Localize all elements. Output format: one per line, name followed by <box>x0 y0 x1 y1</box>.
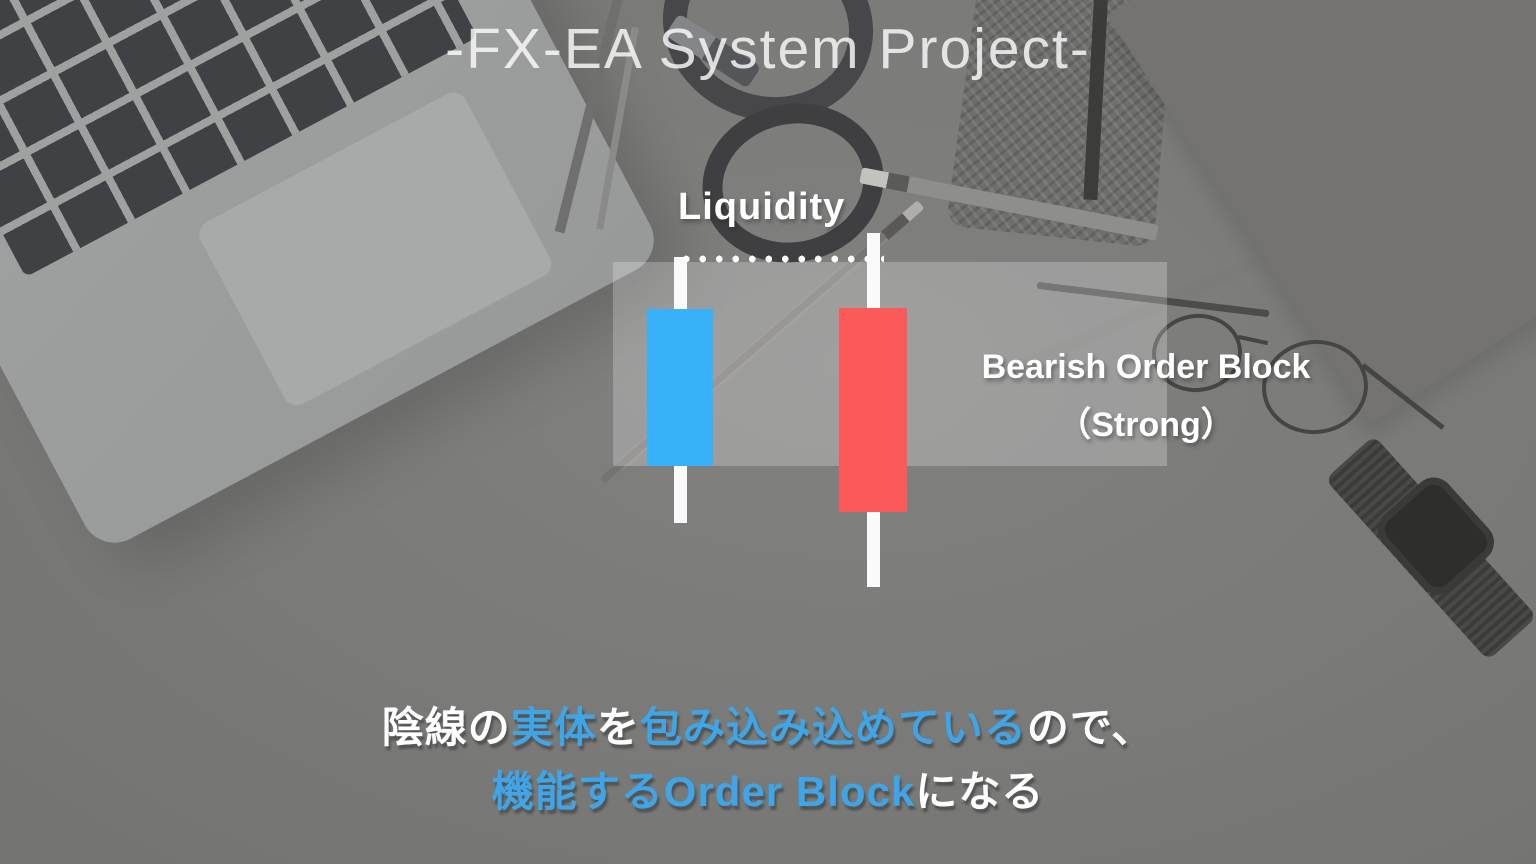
bullish-candle-body <box>647 309 713 466</box>
order-block-label-line1: Bearish Order Block <box>981 348 1311 386</box>
caption-segment: を <box>596 704 640 751</box>
bearish-candle-body <box>839 308 907 512</box>
order-block-label: Bearish Order Block （Strong） <box>946 338 1346 454</box>
caption-segment: 機能するOrder Block <box>491 768 916 815</box>
order-block-label-line2: （Strong） <box>1057 406 1235 444</box>
caption-segment: 陰線の <box>381 704 511 751</box>
caption-segment: 実体 <box>510 704 597 751</box>
laptop-photo <box>0 0 666 555</box>
caption-segment: 包み込み込めている <box>639 704 1027 751</box>
caption-line-1: 陰線の実体を包み込み込めているので、 <box>0 696 1536 760</box>
caption: 陰線の実体を包み込み込めているので、 機能するOrder Blockになる <box>0 696 1536 824</box>
caption-segment: になる <box>915 768 1045 815</box>
liquidity-dotted-line <box>678 255 884 263</box>
liquidity-label: Liquidity <box>678 186 846 228</box>
caption-line-2: 機能するOrder Blockになる <box>0 760 1536 824</box>
page-title: -FX-EA System Project- <box>445 17 1091 81</box>
caption-segment: ので、 <box>1026 704 1155 751</box>
